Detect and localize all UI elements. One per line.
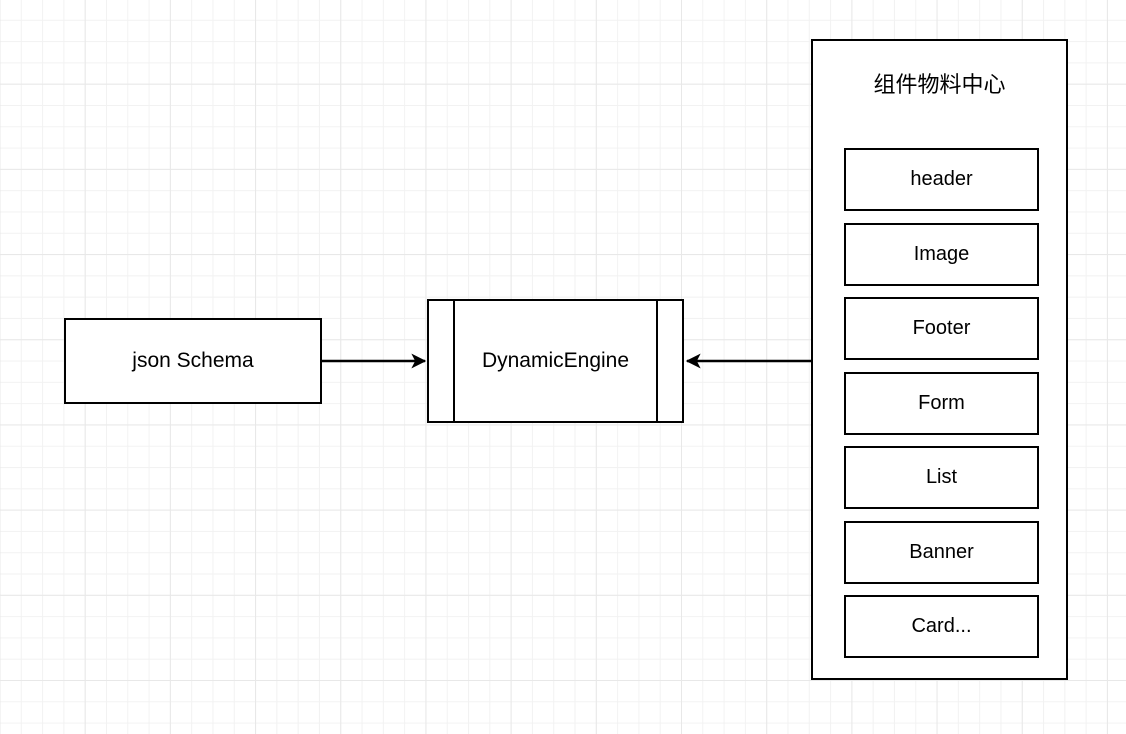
node-material-center[interactable]: 组件物料中心 header Image Footer Form List Ban… [811,39,1068,680]
component-item-label: Card... [911,615,972,637]
component-item-card[interactable]: Card... [844,595,1039,658]
component-item-banner[interactable]: Banner [844,520,1039,584]
process-right-rule [656,299,658,423]
component-item-image[interactable]: Image [844,222,1039,286]
component-list: header Image Footer Form List Banner Car… [844,148,1039,658]
component-item-label: Banner [909,540,974,563]
node-json-schema[interactable]: json Schema [64,318,322,404]
component-item-label: Image [913,242,970,265]
material-center-title: 组件物料中心 [873,72,1006,97]
node-dynamic-engine-label: DynamicEngine [481,349,630,372]
node-json-schema-label: json Schema [132,349,254,372]
node-dynamic-engine[interactable]: DynamicEngine [427,299,684,423]
component-item-header[interactable]: header [844,148,1039,211]
component-item-label: Form [918,391,965,414]
component-item-label: Footer [912,317,971,339]
component-item-list[interactable]: List [844,446,1039,509]
process-left-rule [453,299,455,423]
component-item-form[interactable]: Form [844,371,1039,435]
component-item-label: List [925,466,958,488]
component-item-footer[interactable]: Footer [844,297,1039,360]
component-item-label: header [910,168,973,190]
